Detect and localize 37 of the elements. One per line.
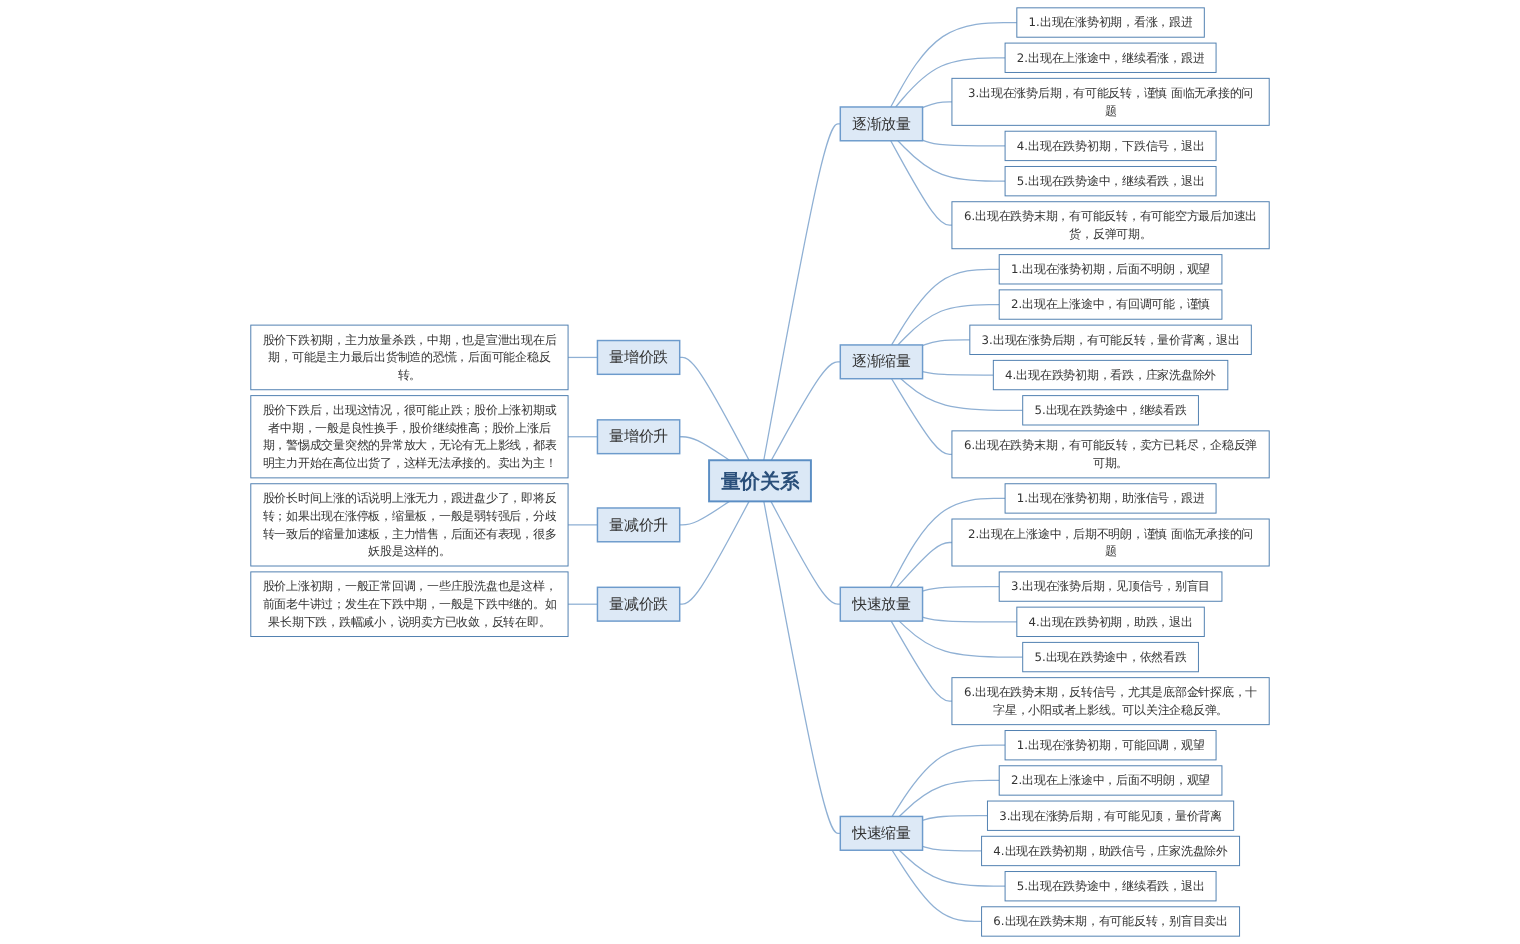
connector	[898, 849, 1006, 887]
connector	[679, 436, 730, 461]
connector	[770, 361, 841, 461]
connector	[890, 140, 953, 226]
connector	[895, 57, 1006, 108]
connector	[891, 744, 1006, 818]
connector	[770, 500, 841, 605]
connector	[921, 101, 953, 109]
connector	[898, 620, 1024, 658]
connector	[897, 140, 1006, 182]
connector	[763, 500, 841, 834]
connector	[921, 370, 994, 376]
connector	[921, 339, 971, 347]
connector	[921, 616, 1018, 623]
connector	[891, 268, 1000, 346]
connector	[891, 378, 953, 455]
node-box: 量价关系	[708, 459, 812, 503]
connector	[897, 303, 1000, 346]
connector	[567, 524, 599, 526]
connector	[567, 356, 599, 359]
connector	[567, 603, 599, 605]
connector	[763, 123, 841, 461]
connector	[679, 500, 730, 526]
connector	[921, 139, 1006, 147]
connector	[891, 849, 983, 923]
connector	[921, 815, 989, 821]
connector	[889, 497, 1006, 588]
connector	[896, 541, 953, 588]
connector	[890, 620, 953, 702]
connector	[679, 500, 750, 605]
connector	[679, 356, 750, 461]
connector	[900, 378, 1024, 411]
connector	[567, 436, 599, 438]
connector	[921, 845, 983, 852]
connector	[921, 585, 1000, 592]
connector	[890, 21, 1018, 108]
connector	[898, 779, 1000, 818]
